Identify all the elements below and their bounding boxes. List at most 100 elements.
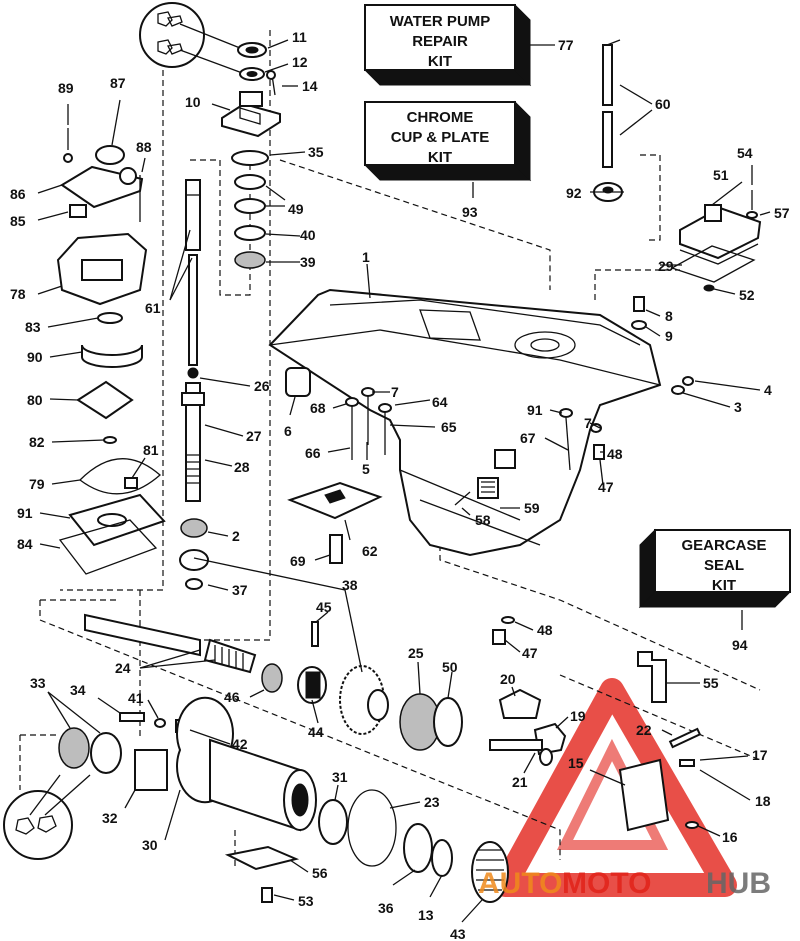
kit-line-2: REPAIR <box>412 33 468 50</box>
label-51: 51 <box>713 167 729 183</box>
label-31: 31 <box>332 769 348 785</box>
watermark-part-hub: HUB <box>706 867 771 900</box>
label-57: 57 <box>774 205 790 221</box>
label-58: 58 <box>475 512 491 528</box>
driveshaft-61 <box>185 179 201 366</box>
label-68: 68 <box>310 400 326 416</box>
assembly-guide-lines <box>19 20 761 870</box>
label-19: 19 <box>570 708 586 724</box>
label-26: 26 <box>254 378 270 394</box>
label-48b: 48 <box>537 622 553 638</box>
watermark-logo <box>493 678 737 897</box>
pinion-27-28 <box>181 382 205 502</box>
bushing-46 <box>261 663 283 693</box>
kit-line-3: KIT <box>712 577 736 594</box>
gearcase-housing-1 <box>268 288 662 557</box>
label-80: 80 <box>27 392 43 408</box>
label-6: 6 <box>284 423 292 439</box>
kit-box-gearcase-seal: GEARCASE SEAL KIT <box>638 528 792 609</box>
label-12: 12 <box>292 54 308 70</box>
label-78: 78 <box>10 286 26 302</box>
label-47b: 47 <box>522 645 538 661</box>
label-83: 83 <box>25 319 41 335</box>
label-13: 13 <box>418 907 434 923</box>
label-18: 18 <box>755 793 771 809</box>
label-43: 43 <box>450 926 466 941</box>
label-38: 38 <box>342 577 358 593</box>
label-22: 22 <box>636 722 652 738</box>
kit-box-water-pump: WATER PUMP REPAIR KIT <box>363 3 532 87</box>
label-67: 67 <box>520 430 536 446</box>
detail-circle-top <box>139 2 246 75</box>
gear-38 <box>339 665 389 735</box>
label-44: 44 <box>308 724 324 740</box>
label-41: 41 <box>128 690 144 706</box>
watermark-part-moto: MOTO <box>562 867 651 900</box>
label-42: 42 <box>232 736 248 752</box>
label-9: 9 <box>665 328 673 344</box>
kit-line-1: CHROME <box>407 109 474 126</box>
kit-line-3: KIT <box>428 149 452 166</box>
clutch-44 <box>297 666 327 704</box>
label-2: 2 <box>232 528 240 544</box>
kit-line-2: SEAL <box>704 557 744 574</box>
watermark-part-auto: AUTO <box>478 867 562 900</box>
label-53: 53 <box>298 893 314 909</box>
label-82: 82 <box>29 434 45 450</box>
detail-circle-bottom <box>3 774 91 860</box>
shift-parts-right <box>489 688 702 832</box>
label-86: 86 <box>10 186 26 202</box>
label-23: 23 <box>424 794 440 810</box>
label-61: 61 <box>145 300 161 316</box>
propshaft-24 <box>84 613 257 674</box>
pin-45 <box>311 621 319 647</box>
label-1: 1 <box>362 249 370 265</box>
label-90: 90 <box>27 349 43 365</box>
seal-12 <box>239 67 265 81</box>
label-62: 62 <box>362 543 378 559</box>
label-91: 91 <box>17 505 33 521</box>
label-16: 16 <box>722 829 738 845</box>
label-28: 28 <box>234 459 250 475</box>
label-7a: 7 <box>391 384 399 400</box>
label-14: 14 <box>302 78 318 94</box>
label-59: 59 <box>524 500 540 516</box>
pin-26 <box>187 367 199 379</box>
label-64: 64 <box>432 394 448 410</box>
part-number-labels: 11 12 14 10 35 49 40 39 61 26 27 28 2 37… <box>10 29 790 941</box>
label-84: 84 <box>17 536 33 552</box>
label-89: 89 <box>58 80 74 96</box>
gear-37 <box>179 549 209 590</box>
seal-49 <box>234 198 266 214</box>
label-21: 21 <box>512 774 528 790</box>
water-pump-parts <box>56 128 166 575</box>
label-33: 33 <box>30 675 46 691</box>
label-5: 5 <box>362 461 370 477</box>
label-52: 52 <box>739 287 755 303</box>
label-7b: 7 <box>584 415 592 431</box>
label-48a: 48 <box>607 446 623 462</box>
label-87: 87 <box>110 75 126 91</box>
label-40: 40 <box>300 227 316 243</box>
kit-line-2: CUP & PLATE <box>391 129 490 146</box>
label-25: 25 <box>408 645 424 661</box>
oil-seal-11 <box>237 42 267 58</box>
label-32: 32 <box>102 810 118 826</box>
kit-number-93: 93 <box>462 204 478 220</box>
label-54: 54 <box>737 145 753 161</box>
label-4: 4 <box>764 382 772 398</box>
label-79: 79 <box>29 476 45 492</box>
label-37: 37 <box>232 582 248 598</box>
label-30: 30 <box>142 837 158 853</box>
label-47a: 47 <box>598 479 614 495</box>
bearing-2 <box>180 518 208 538</box>
label-60: 60 <box>655 96 671 112</box>
label-36: 36 <box>378 900 394 916</box>
o-ring-35 <box>231 150 269 166</box>
label-88: 88 <box>136 139 152 155</box>
small-parts-center <box>285 367 499 564</box>
label-10: 10 <box>185 94 201 110</box>
kit-box-chrome-cup: CHROME CUP & PLATE KIT <box>363 100 532 182</box>
watermark-text: AUTO MOTO HUB <box>478 867 771 900</box>
